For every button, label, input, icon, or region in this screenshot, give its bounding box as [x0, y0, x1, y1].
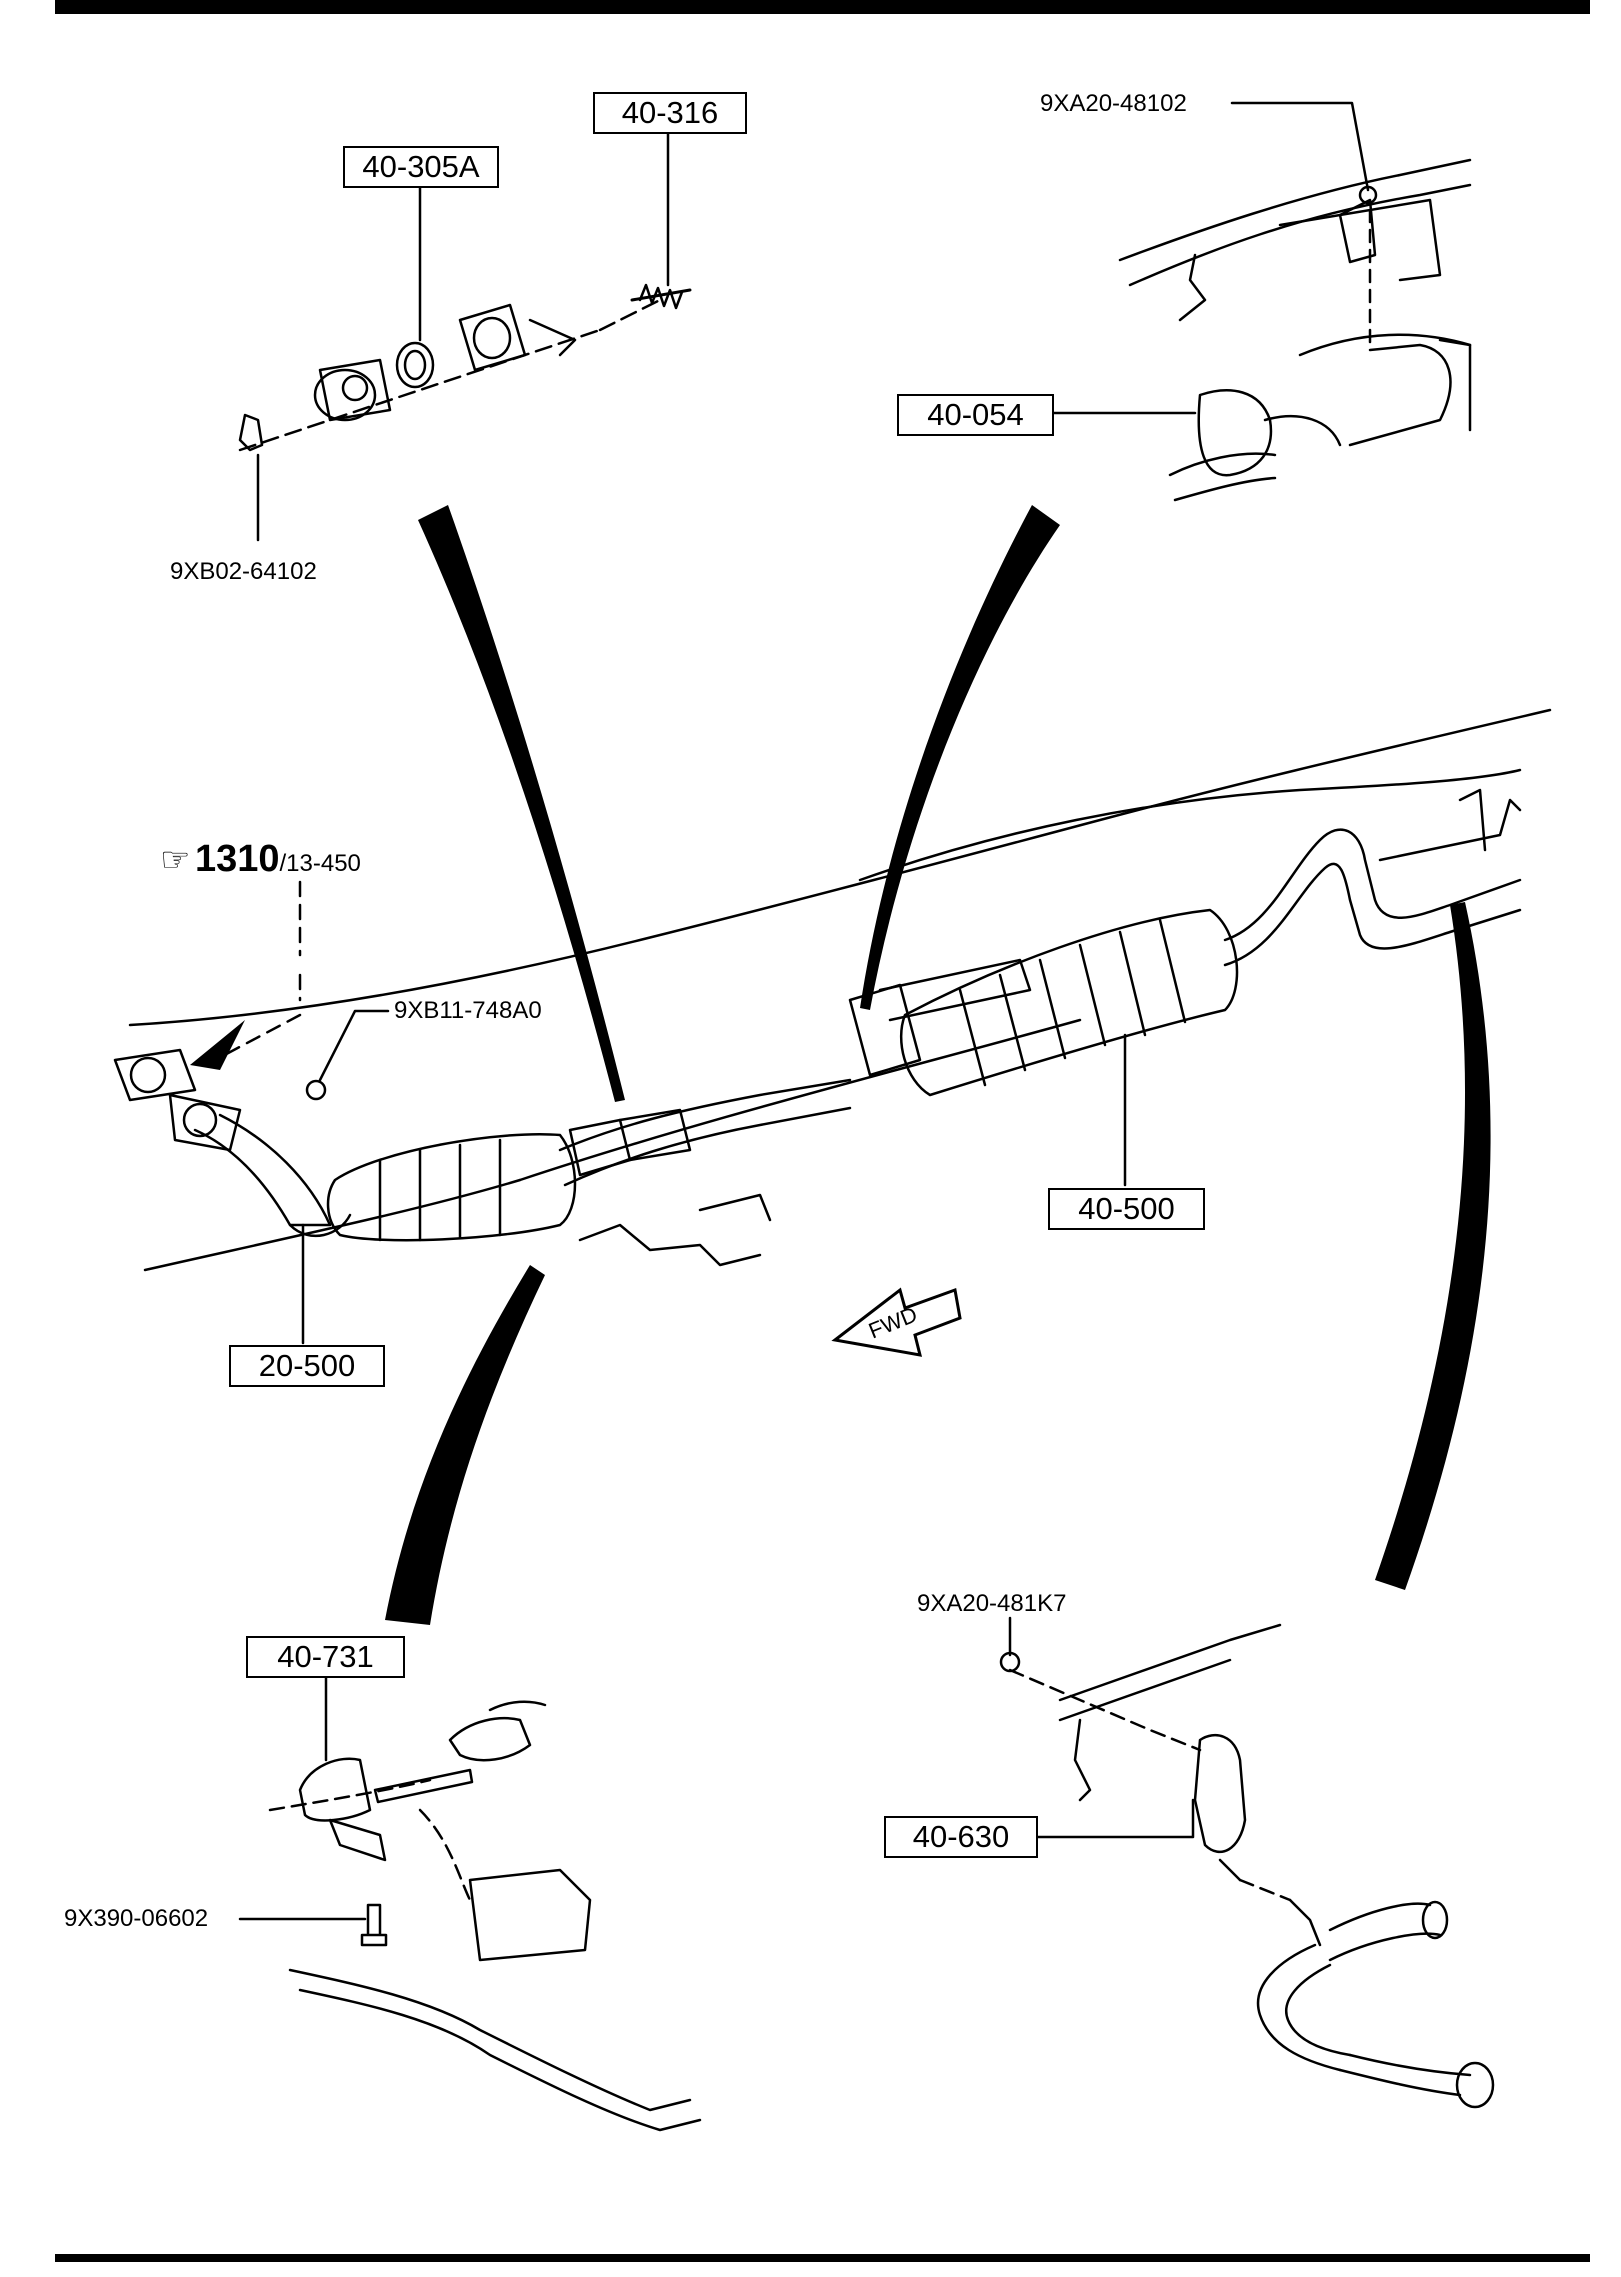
detail-flange-group [238, 283, 692, 452]
sweep-top-left [418, 505, 625, 1102]
part-20-500: 20-500 [229, 1345, 385, 1387]
arrow-head [190, 1020, 245, 1070]
bolt-9x390 [360, 1903, 388, 1947]
bottom-border [55, 2254, 1590, 2262]
nut-9xa20-481k7 [999, 1651, 1021, 1673]
fastener-9x390-06602: 9X390-06602 [64, 1905, 209, 1932]
part-40-630: 40-630 [884, 1816, 1038, 1858]
part-40-731: 40-731 [246, 1636, 405, 1678]
subsection-number: /13-450 [279, 850, 361, 877]
fastener-9xa20-48102: 9XA20-48102 [1040, 90, 1187, 117]
part-40-054: 40-054 [897, 394, 1054, 436]
section-number: 1310 [194, 838, 280, 880]
sweep-bottom-left [385, 1265, 545, 1625]
top-border [55, 0, 1590, 14]
sweep-right [1375, 902, 1491, 1590]
leader-9xb11 [318, 1009, 390, 1082]
pointing-hand-icon: ☞ [160, 841, 191, 879]
fastener-9xa20-481k7: 9XA20-481K7 [917, 1590, 1067, 1617]
detail-40-731-group [268, 1700, 702, 2132]
fastener-9xb11-748a0: 9XB11-748A0 [394, 997, 542, 1024]
leader-9xa20-48102 [1230, 101, 1370, 192]
bolt-9xb11 [305, 1079, 327, 1101]
part-40-305a: 40-305A [343, 146, 499, 188]
forward-arrow-icon [831, 1287, 962, 1357]
dashed-ref-line [213, 880, 302, 1062]
sweep-top-right [860, 505, 1060, 1010]
fastener-9xb02-64102: 9XB02-64102 [170, 558, 317, 585]
leader-40-630 [1034, 1798, 1195, 1839]
part-40-500: 40-500 [1048, 1188, 1205, 1230]
exhaust-pipe-main [113, 708, 1552, 1272]
bolt-9xa20-48102 [1358, 185, 1378, 205]
detail-40-630-group [1008, 1623, 1495, 2109]
detail-hanger-group [1118, 158, 1472, 502]
part-40-316: 40-316 [593, 92, 747, 134]
section-reference[interactable]: ☞ 1310/13-450 [160, 838, 361, 881]
